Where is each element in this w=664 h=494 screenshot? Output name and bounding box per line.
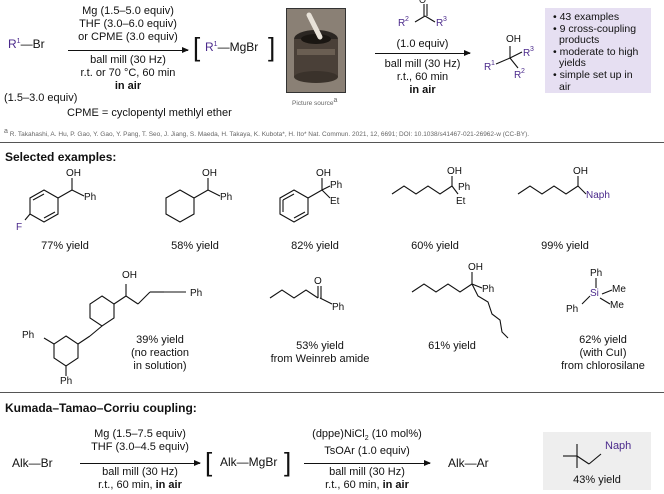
svg-text:Ph: Ph bbox=[60, 376, 72, 387]
example-4-structure: OH Ph Et bbox=[391, 166, 470, 207]
svg-text:Me: Me bbox=[610, 300, 624, 311]
svg-text:OH: OH bbox=[122, 270, 137, 281]
example-6-yield: 39% yield (no reaction in solution) bbox=[130, 334, 190, 372]
step1-conditions-above: Mg (1.5–5.0 equiv) THF (3.0–6.0 equiv) o… bbox=[78, 5, 178, 43]
example-3-structure: OH Ph Et bbox=[279, 168, 342, 223]
step1-conditions-below: ball mill (30 Hz) r.t. or 70 °C, 60 min … bbox=[80, 54, 176, 92]
kumada-product: Alk—Ar bbox=[448, 456, 489, 470]
reagent-r1br: R1—Br bbox=[8, 37, 45, 51]
cpme-definition: CPME = cyclopentyl methlyl ether bbox=[67, 107, 232, 119]
svg-text:OH: OH bbox=[506, 34, 521, 45]
kumada-bracket-right: ] bbox=[284, 447, 292, 477]
summary-box: • 43 examples • 9 cross-coupling product… bbox=[545, 8, 651, 93]
svg-text:Et: Et bbox=[456, 196, 466, 207]
kumada-cond1-above: Mg (1.5–7.5 equiv) THF (3.0–4.5 equiv) bbox=[91, 428, 189, 453]
kumada-arrow-1 bbox=[80, 460, 201, 466]
step1-arrow bbox=[68, 47, 189, 53]
bracket-right: ] bbox=[268, 32, 276, 62]
selected-heading: Selected examples: bbox=[5, 150, 117, 164]
svg-text:R: R bbox=[523, 48, 530, 59]
kumada-example-naph: Naph bbox=[605, 440, 632, 452]
svg-text:Ph: Ph bbox=[190, 288, 202, 299]
svg-text:2: 2 bbox=[405, 16, 409, 23]
svg-text:OH: OH bbox=[316, 168, 331, 179]
svg-text:OH: OH bbox=[66, 168, 81, 179]
svg-text:Ph: Ph bbox=[22, 330, 34, 341]
reagent-equiv: (1.5–3.0 equiv) bbox=[4, 92, 78, 104]
svg-text:Ph: Ph bbox=[220, 192, 232, 203]
example-5-structure: OH Naph bbox=[517, 166, 610, 201]
example-2-yield: 58% yield bbox=[171, 240, 219, 252]
kumada-bracket-left: [ bbox=[205, 447, 213, 477]
grignard-intermediate: R1—MgBr bbox=[205, 40, 259, 54]
svg-text:OH: OH bbox=[573, 166, 588, 177]
example-7-yield: 53% yield from Weinreb amide bbox=[270, 340, 370, 365]
citation: a R. Takahashi, A. Hu, P. Gao, Y. Gao, Y… bbox=[4, 128, 530, 139]
picture-source: Picture sourcea bbox=[292, 97, 338, 108]
ketone-equiv: (1.0 equiv) bbox=[396, 38, 449, 50]
svg-text:OH: OH bbox=[447, 166, 462, 177]
step2-arrow bbox=[375, 50, 471, 56]
example-9-structure: Ph Si Me Me Ph bbox=[566, 268, 626, 315]
example-8-structure: OH Ph bbox=[411, 262, 509, 339]
svg-text:OH: OH bbox=[202, 168, 217, 179]
example-6-structure: Ph Ph OH Ph bbox=[22, 270, 202, 387]
svg-text:Ph: Ph bbox=[332, 302, 344, 313]
svg-text:2: 2 bbox=[521, 68, 525, 75]
step2-conditions-below: ball mill (30 Hz) r.t., 60 min in air bbox=[384, 58, 461, 96]
svg-text:R: R bbox=[514, 70, 521, 81]
kumada-example-structure bbox=[563, 444, 602, 468]
example-9-yield: 62% yield (with CuI) from chlorosilane bbox=[561, 334, 645, 372]
example-4-yield: 60% yield bbox=[411, 240, 459, 252]
kumada-start: Alk—Br bbox=[12, 456, 53, 470]
svg-text:Ph: Ph bbox=[330, 180, 342, 191]
divider-1 bbox=[0, 142, 664, 143]
kumada-intermediate: Alk—MgBr bbox=[220, 455, 278, 469]
ball-mill-photo bbox=[286, 8, 346, 93]
kumada-arrow-2 bbox=[304, 460, 431, 466]
kumada-cond2-below: ball mill (30 Hz) r.t., 60 min, in air bbox=[325, 466, 409, 491]
bracket-left: [ bbox=[193, 32, 201, 62]
kumada-cond2-above: (dppe)NiCl2 (10 mol%) TsOAr (1.0 equiv) bbox=[312, 428, 422, 458]
svg-text:R: R bbox=[484, 62, 491, 73]
svg-text:3: 3 bbox=[530, 46, 534, 53]
example-5-yield: 99% yield bbox=[541, 240, 589, 252]
example-2-structure: OH Ph bbox=[165, 168, 232, 223]
kumada-example-box: Naph 43% yield bbox=[543, 432, 651, 490]
svg-text:Ph: Ph bbox=[482, 284, 494, 295]
svg-text:Naph: Naph bbox=[586, 190, 610, 201]
svg-text:Si: Si bbox=[590, 288, 599, 299]
example-3-yield: 82% yield bbox=[291, 240, 339, 252]
svg-text:F: F bbox=[16, 222, 22, 233]
example-1-yield: 77% yield bbox=[41, 240, 89, 252]
svg-text:O: O bbox=[314, 276, 322, 287]
svg-text:Me: Me bbox=[612, 284, 626, 295]
svg-text:Ph: Ph bbox=[84, 192, 96, 203]
svg-text:1: 1 bbox=[491, 60, 495, 67]
kumada-example-yield: 43% yield bbox=[573, 474, 621, 486]
divider-2 bbox=[0, 392, 664, 393]
kumada-heading: Kumada–Tamao–Corriu coupling: bbox=[5, 401, 197, 415]
svg-text:3: 3 bbox=[443, 16, 447, 23]
kumada-cond1-below: ball mill (30 Hz) r.t., 60 min, in air bbox=[98, 466, 182, 491]
svg-text:Ph: Ph bbox=[566, 304, 578, 315]
example-7-structure: O Ph bbox=[269, 276, 344, 313]
example-1-structure: OH Ph F bbox=[16, 168, 96, 233]
svg-text:O: O bbox=[419, 0, 426, 5]
svg-text:R: R bbox=[436, 18, 443, 29]
svg-text:Et: Et bbox=[330, 196, 340, 207]
svg-text:R: R bbox=[398, 18, 405, 29]
svg-text:Ph: Ph bbox=[590, 268, 602, 279]
svg-text:Ph: Ph bbox=[458, 182, 470, 193]
svg-text:OH: OH bbox=[468, 262, 483, 273]
example-8-yield: 61% yield bbox=[428, 340, 476, 352]
